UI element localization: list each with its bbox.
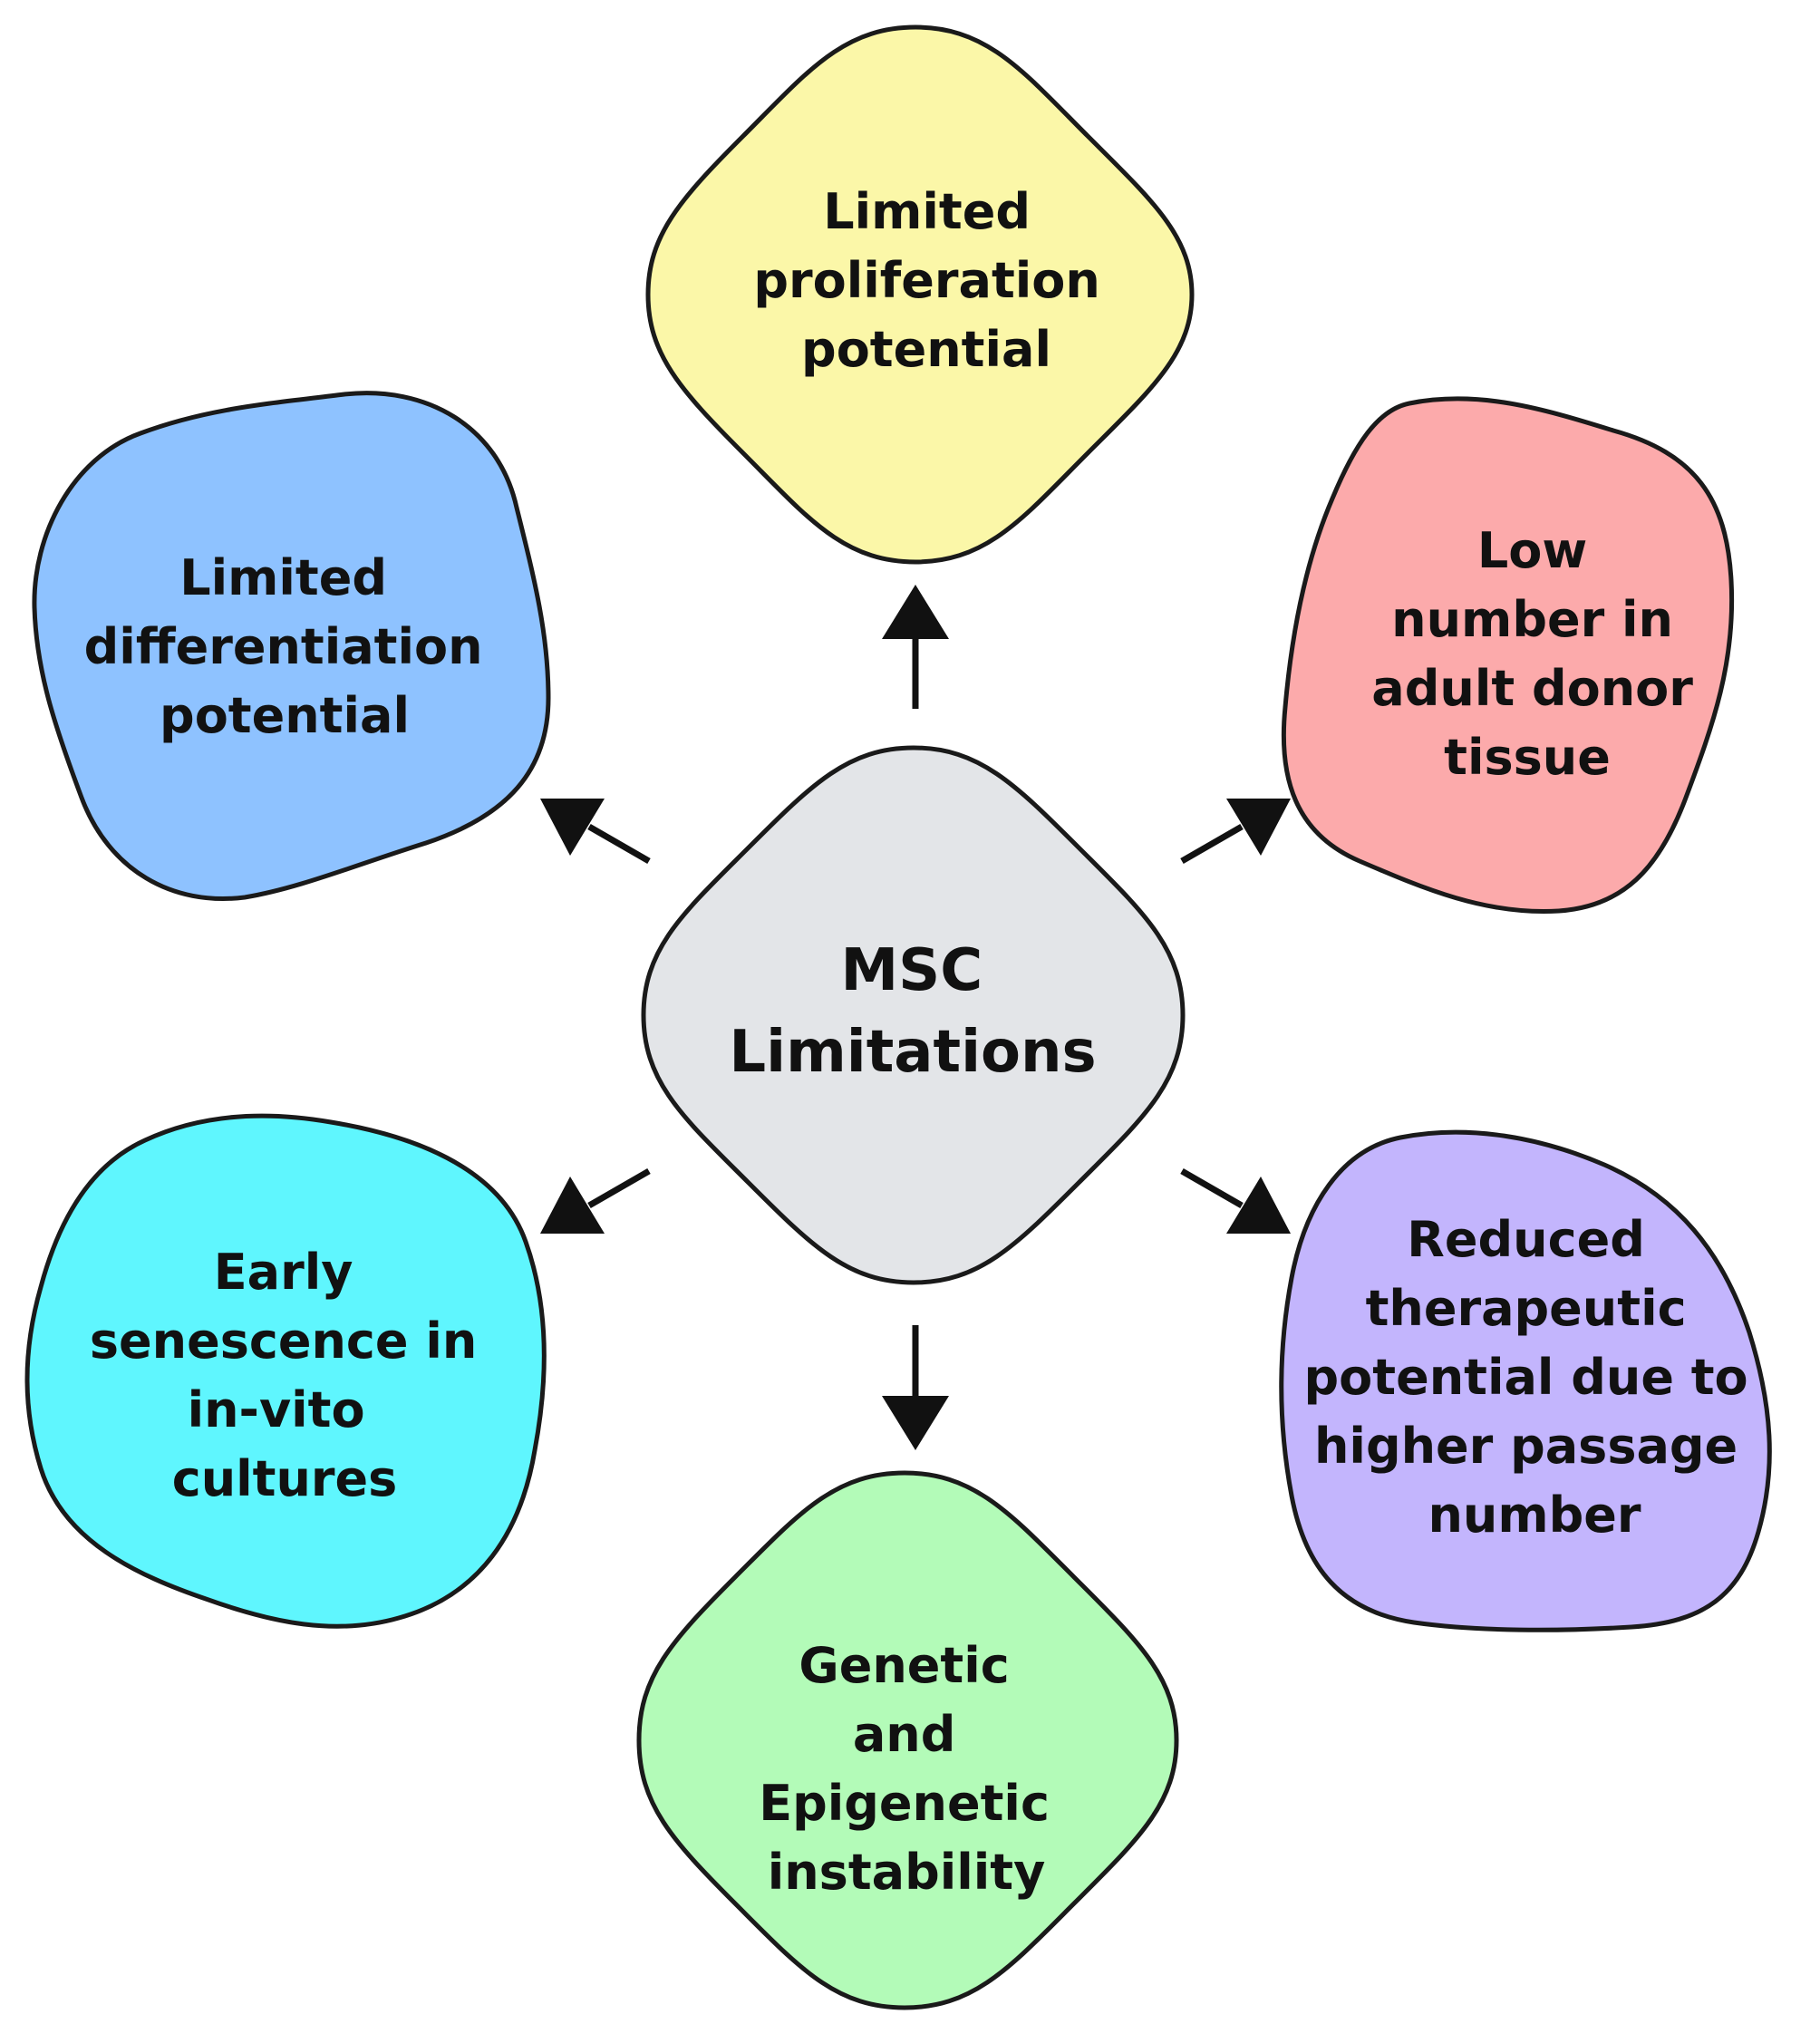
node-bottom-line-4: instability xyxy=(768,1844,1046,1901)
node-reduced-therapeutic: Reduced therapeutic potential due to hig… xyxy=(1279,1129,1772,1632)
node-bottom-right-line-1: Reduced xyxy=(1407,1211,1645,1268)
node-bottom-left-line-2: senescence in xyxy=(90,1312,477,1370)
node-top-shape xyxy=(645,24,1195,565)
node-center-shape xyxy=(641,745,1186,1285)
center-line-1: MSC xyxy=(840,937,983,1004)
node-bottom-line-3: Epigenetic xyxy=(759,1775,1050,1832)
arrow-to-bottom-right xyxy=(1180,1167,1291,1234)
node-bottom-left-line-1: Early xyxy=(214,1244,353,1301)
svg-text:Reduced therapeutic: Reduced therapeutic potential due to hig… xyxy=(1304,1211,1766,1544)
node-limited-differentiation: Limited differentiation potential xyxy=(32,391,551,901)
node-top-right-line-2: number in xyxy=(1391,591,1673,648)
node-top-line-2: proliferation xyxy=(753,252,1099,309)
node-low-number: Low number in adult donor tissue xyxy=(1281,396,1735,915)
svg-text:Early senescence in: Early senescence in in-vito cultures xyxy=(90,1244,494,1507)
node-early-senescence: Early senescence in in-vito cultures xyxy=(24,1113,547,1629)
arrow-to-top-left xyxy=(540,799,651,865)
arrow-to-top-right xyxy=(1180,799,1291,865)
center-line-2: Limitations xyxy=(729,1019,1096,1086)
node-bottom-right-line-5: number xyxy=(1428,1487,1641,1544)
arrow-to-bottom-left xyxy=(540,1167,651,1234)
node-genetic-instability: Genetic and Epigenetic instability xyxy=(636,1470,1179,2010)
node-bottom-line-1: Genetic xyxy=(799,1637,1009,1694)
node-bottom-right-line-3: potential due to xyxy=(1304,1349,1748,1406)
node-bottom-shape xyxy=(636,1470,1179,2010)
node-top-left-line-3: potential xyxy=(160,687,410,744)
arrows xyxy=(540,585,1291,1450)
node-bottom-right-line-2: therapeutic xyxy=(1366,1280,1687,1337)
node-center-msc-limitations: MSC Limitations xyxy=(641,745,1186,1285)
node-bottom-left-line-4: cultures xyxy=(172,1450,398,1507)
node-bottom-left-line-3: in-vito xyxy=(188,1381,365,1438)
node-bottom-right-line-4: higher passage xyxy=(1314,1418,1738,1475)
node-limited-proliferation: Limited proliferation potential xyxy=(645,24,1195,565)
arrow-to-top xyxy=(882,585,949,709)
node-top-right-line-1: Low xyxy=(1477,522,1587,579)
node-top-right-line-4: tissue xyxy=(1444,729,1611,786)
svg-text:Low number in adul: Low number in adult donor tissue xyxy=(1371,522,1709,786)
svg-text:Genetic and Epigen: Genetic and Epigenetic instability xyxy=(759,1637,1067,1901)
svg-text:Limited differentiation: Limited differentiation potential xyxy=(84,549,500,744)
node-top-left-line-2: differentiation xyxy=(84,618,483,675)
node-bottom-left-shape xyxy=(24,1113,547,1629)
node-top-line-3: potential xyxy=(801,321,1051,378)
node-top-line-1: Limited xyxy=(823,183,1031,240)
node-top-left-line-1: Limited xyxy=(179,549,387,606)
arrow-to-bottom xyxy=(882,1325,949,1450)
node-top-right-line-3: adult donor xyxy=(1371,660,1693,717)
node-top-left-shape xyxy=(32,391,551,901)
node-bottom-right-shape xyxy=(1279,1129,1772,1632)
node-bottom-line-2: and xyxy=(853,1706,956,1763)
svg-text:MSC Limitations: MSC Limitations xyxy=(729,937,1096,1086)
svg-text:Limited proliferation: Limited proliferation potential xyxy=(753,183,1117,378)
node-top-right-shape xyxy=(1281,396,1735,915)
